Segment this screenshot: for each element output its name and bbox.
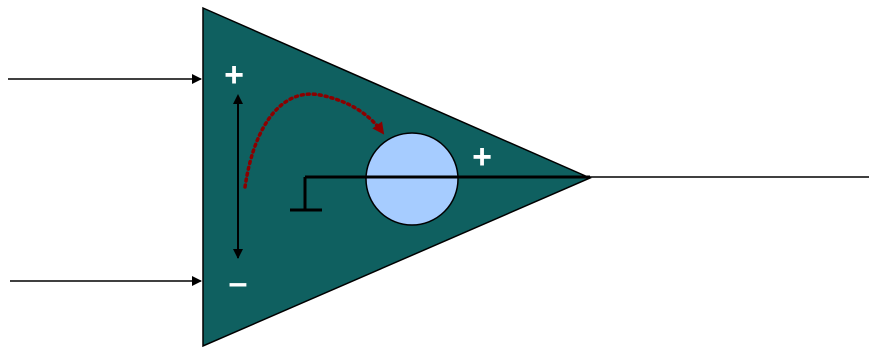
minus-input-sign: – — [229, 264, 248, 302]
source-plus-sign: + — [472, 138, 492, 176]
voltage-source-circle — [365, 132, 459, 226]
plus-input-sign: + — [224, 56, 244, 94]
control-dotted-arrow — [243, 92, 385, 189]
